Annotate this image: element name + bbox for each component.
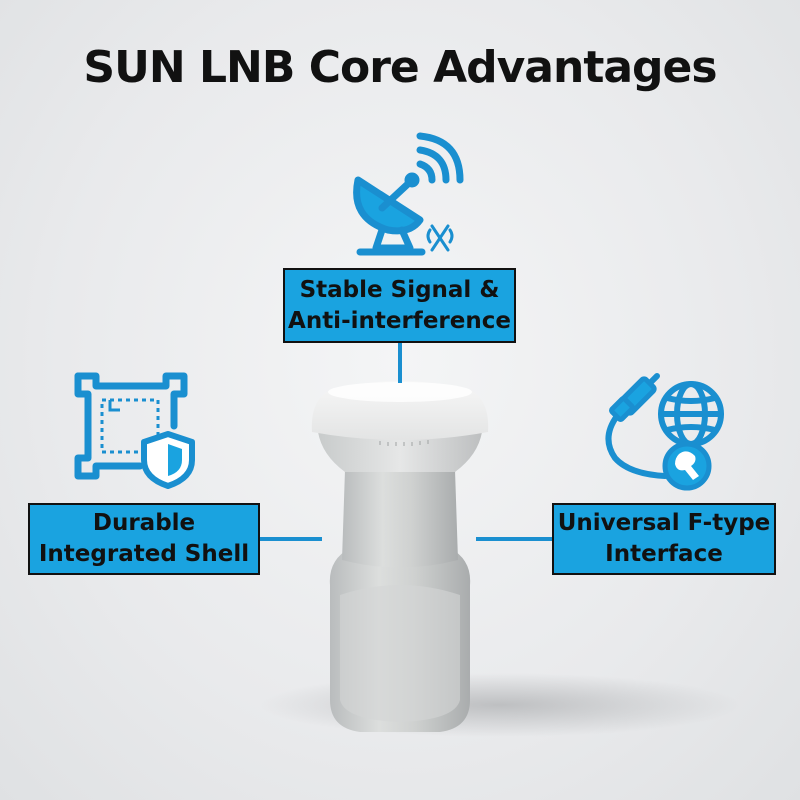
feature-signal-line2: Anti-interference (288, 307, 511, 334)
feature-signal-line1: Stable Signal & (299, 276, 500, 303)
feature-ftype-line1: Universal F-type (557, 510, 771, 536)
satellite-dish-icon (353, 132, 464, 256)
feature-label-f-type-interface: Universal F-type Interface (552, 503, 776, 575)
shield-frame-icon (74, 372, 195, 489)
page-title: SUN LNB Core Advantages (83, 42, 717, 93)
connector-line-left (260, 537, 322, 541)
feature-shell-line2: Integrated Shell (38, 541, 250, 567)
cable-connector-globe-icon (605, 373, 724, 491)
feature-label-stable-signal: Stable Signal & Anti-interference (283, 268, 516, 343)
feature-shell-line1: Durable (92, 510, 196, 536)
feature-ftype-line2: Interface (605, 541, 723, 567)
feature-label-durable-shell: Durable Integrated Shell (28, 503, 260, 575)
connector-line-top (398, 343, 402, 383)
connector-line-right (476, 537, 553, 541)
